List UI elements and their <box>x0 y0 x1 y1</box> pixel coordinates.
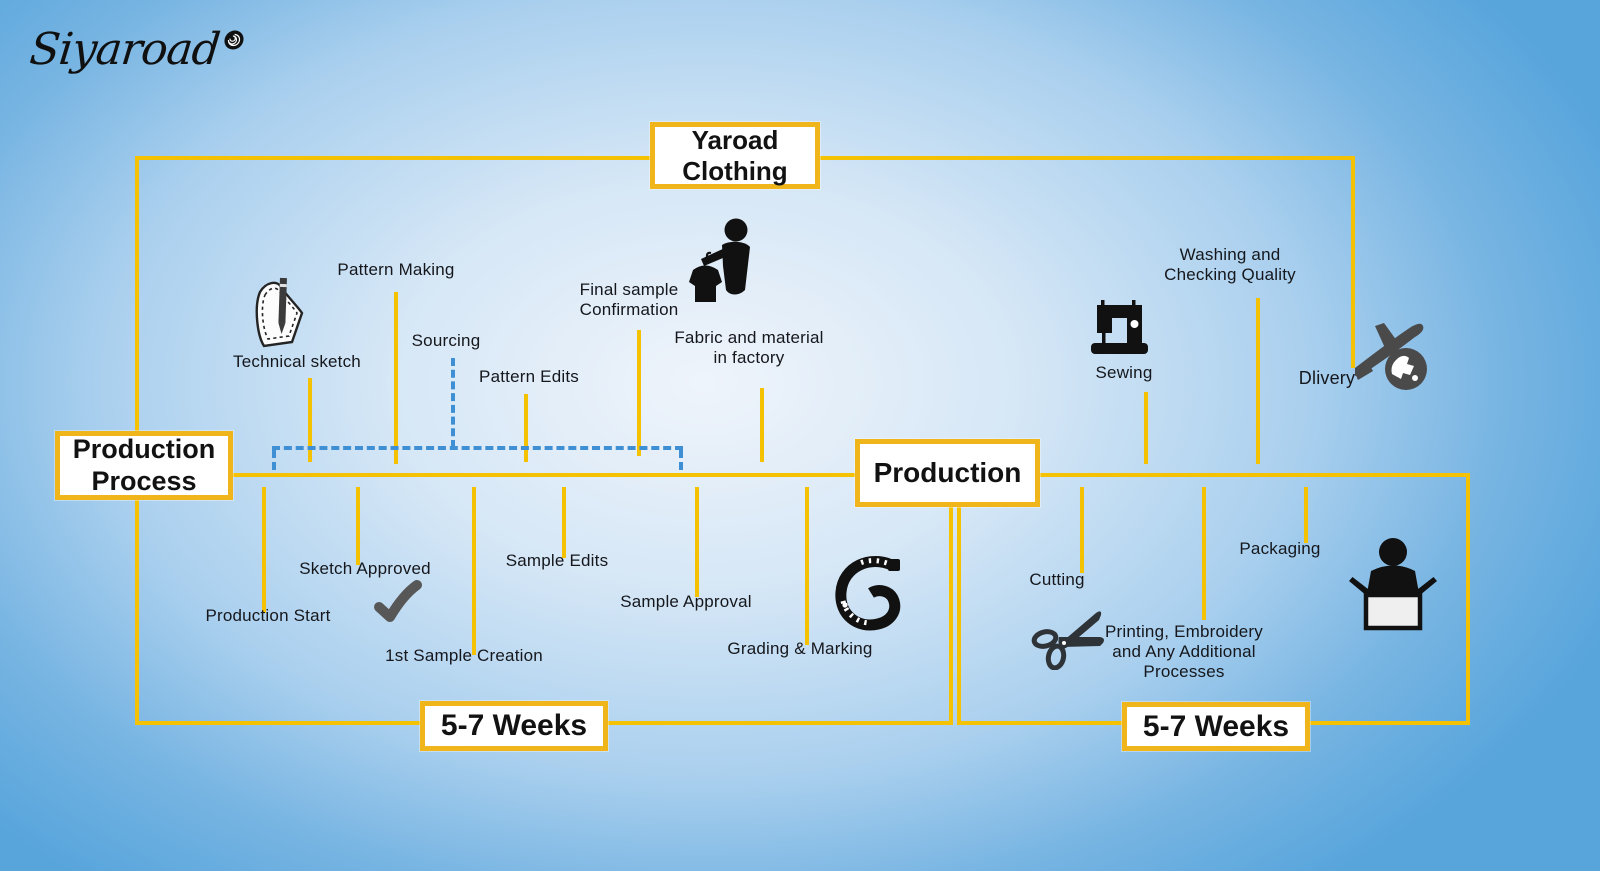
label-sketch-approved: Sketch Approved <box>299 559 431 578</box>
rose-icon <box>224 30 244 50</box>
label-sample-approval: Sample Approval <box>620 592 752 611</box>
production-process-box: Production Process <box>55 431 233 500</box>
stub-washing <box>1256 298 1260 464</box>
connector-right-frame <box>1466 473 1470 725</box>
label-sewing: Sewing <box>1095 363 1153 382</box>
label-grading-marking: Grading & Marking <box>727 639 873 658</box>
label-sourcing: Sourcing <box>411 331 481 350</box>
stub-sketch-approved <box>356 487 360 565</box>
label-printing: Printing, Embroidery and Any Additional … <box>1104 622 1264 681</box>
siyaroad-logo-text: Siyaroad <box>27 24 222 75</box>
stub-grading-marking <box>805 487 809 645</box>
label-first-sample: 1st Sample Creation <box>385 646 543 665</box>
production-box: Production <box>855 439 1040 507</box>
dashed-sourcing-horizontal <box>272 446 683 450</box>
yaroad-clothing-box: Yaroad Clothing <box>650 122 820 189</box>
technical-sketch-icon <box>255 277 304 348</box>
dashed-sourcing-drop <box>451 358 455 448</box>
label-production-start: Production Start <box>205 606 331 625</box>
connector-production-drop-left <box>949 506 953 723</box>
person-hanger-icon <box>689 218 750 302</box>
weeks-right-box: 5-7 Weeks <box>1122 702 1310 751</box>
sewing-machine-icon <box>1091 300 1148 354</box>
connector-top-right <box>818 156 1355 160</box>
airplane-globe-icon <box>1355 323 1427 390</box>
stub-technical-sketch <box>308 378 312 462</box>
checkmark-icon <box>374 580 422 622</box>
label-fabric-material: Fabric and material in factory <box>674 328 824 367</box>
stub-sample-approval <box>695 487 699 597</box>
stub-sewing <box>1144 392 1148 464</box>
connector-mid-right <box>1038 473 1470 477</box>
stub-fabric-material <box>760 388 764 462</box>
connector-mid-left <box>233 473 857 477</box>
dashed-hook-right <box>679 450 683 470</box>
scissors-icon <box>1031 611 1104 670</box>
label-pattern-edits: Pattern Edits <box>479 367 579 386</box>
stub-first-sample <box>472 487 476 655</box>
stub-pattern-edits <box>524 394 528 462</box>
connector-delivery-drop <box>1351 156 1355 368</box>
label-technical-sketch: Technical sketch <box>233 352 361 371</box>
label-packaging: Packaging <box>1239 539 1321 558</box>
siyaroad-logo: Siyaroad <box>27 24 248 75</box>
label-delivery: Dlivery <box>1298 368 1356 388</box>
connector-production-drop-right <box>957 506 961 723</box>
label-cutting: Cutting <box>1029 570 1085 589</box>
label-washing: Washing and Checking Quality <box>1164 245 1296 284</box>
stub-production-start <box>262 487 266 613</box>
stub-pattern-making <box>394 292 398 464</box>
weeks-left-box: 5-7 Weeks <box>420 701 608 751</box>
label-sample-edits: Sample Edits <box>505 551 609 570</box>
stub-printing <box>1202 487 1206 620</box>
packing-person-icon <box>1349 538 1437 631</box>
stub-packaging <box>1304 487 1308 543</box>
connector-top-left <box>135 156 652 160</box>
label-pattern-making: Pattern Making <box>337 260 455 279</box>
stub-cutting <box>1080 487 1084 573</box>
stub-sample-edits <box>562 487 566 558</box>
label-final-sample: Final sample Confirmation <box>579 280 679 319</box>
stub-final-sample <box>637 330 641 456</box>
tape-measure-icon <box>835 556 901 631</box>
dashed-hook-left <box>272 450 276 470</box>
